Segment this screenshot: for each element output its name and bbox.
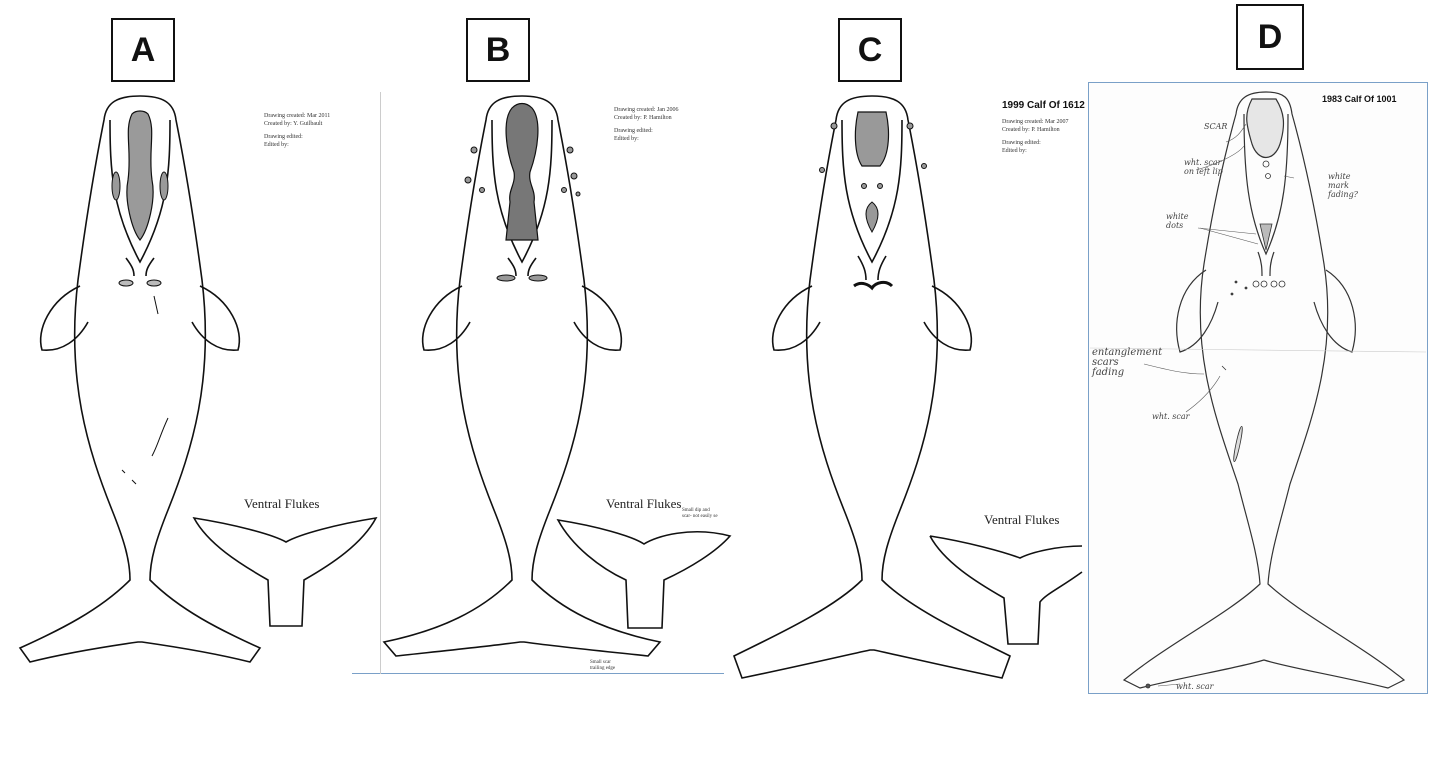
- whale-c-dorsal-drawing: [730, 90, 1030, 760]
- whale-a-left-flipper: [41, 286, 88, 350]
- panel-c: C 1999 Calf Of 1612 Drawing created: Mar…: [730, 0, 1090, 696]
- panel-b-label: B: [466, 18, 530, 82]
- panel-a-drawing-meta: Drawing created: Mar 2011 Created by: Y.…: [264, 112, 330, 149]
- panel-a: A Drawing created: Mar 2011 Created by: …: [0, 0, 380, 696]
- panel-a-flukes-label: Ventral Flukes: [244, 496, 319, 512]
- panel-d-annotation-left-lip: wht. scar on left lip: [1184, 158, 1223, 176]
- panel-c-calf-title: 1999 Calf Of 1612: [1002, 100, 1085, 111]
- whale-c-callosity: [855, 112, 888, 166]
- panel-b: B Drawing created: Jan 2006 Created by: …: [352, 0, 732, 696]
- panel-c-drawing-meta: Drawing created: Mar 2007 Created by: P.…: [1002, 118, 1068, 155]
- panel-d-annotation-entanglement: entanglement scars fading: [1092, 348, 1162, 378]
- panel-d-annotation-body-scar: wht. scar: [1152, 412, 1189, 421]
- whale-b-left-flipper: [423, 286, 470, 350]
- panel-b-flukes-label: Ventral Flukes: [606, 496, 681, 512]
- panel-d-annotation-white-dots: white dots: [1166, 212, 1189, 230]
- whale-a-dorsal-drawing: [0, 90, 280, 760]
- whale-c-left-flipper: [773, 286, 820, 350]
- whale-b-right-flipper: [574, 286, 621, 350]
- panel-d-annotation-fluke-scar: wht. scar: [1176, 682, 1213, 691]
- panel-d-label: D: [1236, 4, 1304, 70]
- panel-d-annotation-white-mark: white mark fading?: [1328, 172, 1358, 199]
- panel-c-ventral-flukes-drawing: [928, 532, 1084, 652]
- panel-b-drawing-meta: Drawing created: Jan 2006 Created by: P.…: [614, 106, 678, 143]
- whale-d-body-outline: [1124, 92, 1404, 688]
- panel-d-annotation-scar: SCAR: [1204, 122, 1227, 131]
- panel-c-label: C: [838, 18, 902, 82]
- whale-a-right-flipper: [192, 286, 239, 350]
- whale-b-callosity: [506, 104, 538, 241]
- whale-b-dorsal-drawing: [382, 90, 682, 760]
- whale-d-dorsal-sketch: [1088, 84, 1428, 694]
- whale-c-right-flipper: [924, 286, 971, 350]
- panel-d: D: [1086, 0, 1432, 696]
- panel-a-ventral-flukes-drawing: [192, 514, 378, 634]
- panel-b-page-right-line: [380, 92, 381, 674]
- whale-a-callosity: [127, 111, 153, 240]
- panel-c-flukes-label: Ventral Flukes: [984, 512, 1059, 528]
- panel-a-label: A: [111, 18, 175, 82]
- panel-b-ventral-flukes-drawing: [556, 516, 732, 636]
- whale-d-right-flipper: [1314, 270, 1355, 352]
- whale-d-left-flipper: [1177, 270, 1218, 352]
- panel-d-calf-title: 1983 Calf Of 1001: [1322, 94, 1397, 104]
- panel-b-bottom-note: Small scar trailing edge: [590, 660, 615, 672]
- panel-b-page-bottom-line: [352, 673, 724, 674]
